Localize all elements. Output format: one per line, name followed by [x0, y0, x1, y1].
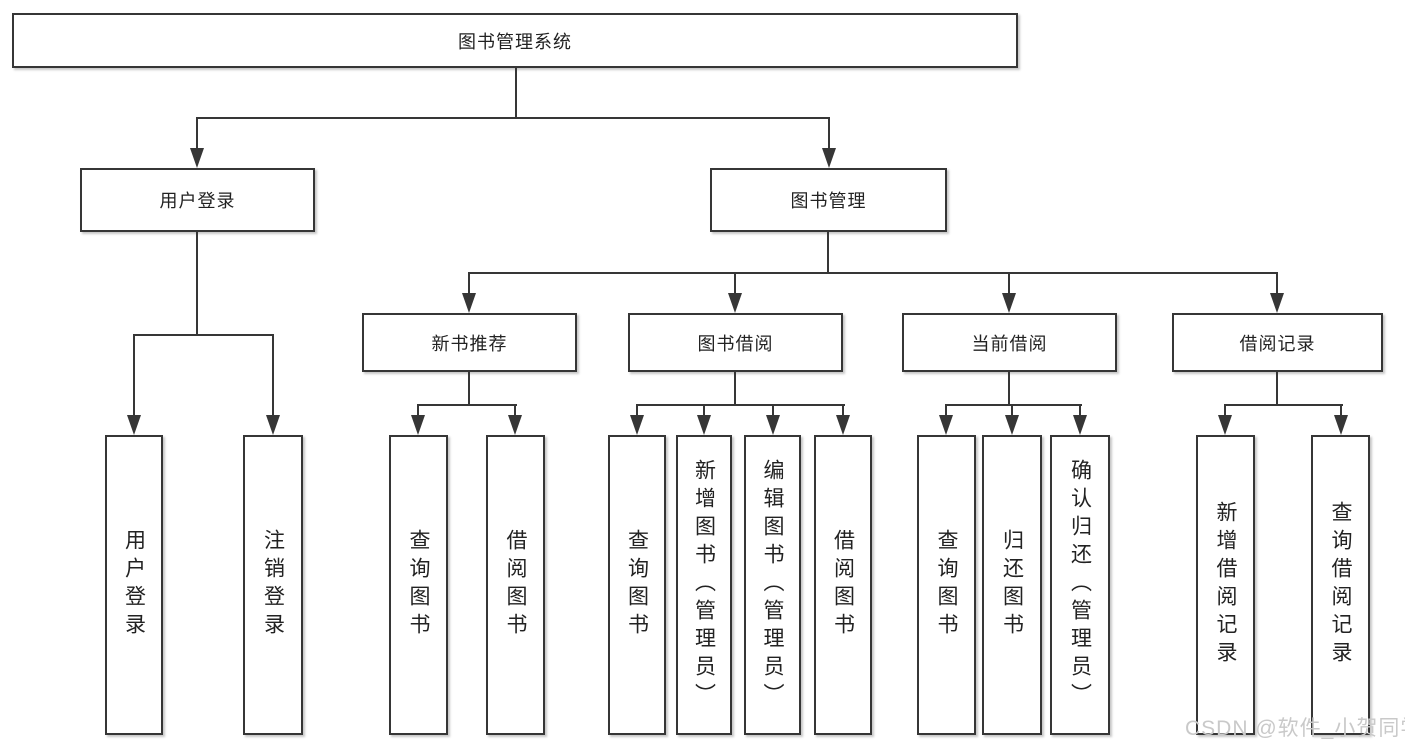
connector-stem: [1008, 272, 1010, 293]
connector-stem: [734, 272, 736, 293]
connector-stem: [133, 334, 135, 415]
connector-rail-level2: [468, 272, 1278, 274]
connector-stem: [945, 404, 947, 415]
edge-arrowhead: [1334, 415, 1348, 435]
leaf-query-books-current: 查询图书: [917, 435, 976, 735]
node-book-management: 图书管理: [710, 168, 947, 232]
edge-arrowhead: [630, 415, 644, 435]
leaf-logout: 注销登录: [243, 435, 303, 735]
watermark: CSDN @软件_小贺同学: [1185, 717, 1405, 740]
connector-rail: [945, 404, 1082, 406]
connector-rail: [417, 404, 517, 406]
connector-stem: [636, 404, 638, 415]
connector-stem: [772, 404, 774, 415]
node-new-book-recommend: 新书推荐: [362, 313, 577, 372]
connector-stem: [468, 272, 470, 293]
edge-arrowhead: [1073, 415, 1087, 435]
connector-stub: [1008, 372, 1010, 406]
connector-root-stub: [515, 68, 517, 118]
leaf-borrow-books: 借阅图书: [814, 435, 872, 735]
connector-stem: [1276, 272, 1278, 293]
connector-userlogin-stub: [196, 232, 198, 336]
node-current-borrow: 当前借阅: [902, 313, 1117, 372]
connector-stem: [1224, 404, 1226, 415]
node-borrow-records: 借阅记录: [1172, 313, 1383, 372]
connector-rail-userlogin: [133, 334, 274, 336]
connector-stub: [734, 372, 736, 406]
connector-stem: [417, 404, 419, 415]
node-library-system: 图书管理系统: [12, 13, 1018, 68]
connector-rail: [1224, 404, 1343, 406]
edge-arrowhead: [697, 415, 711, 435]
connector-stem: [828, 117, 830, 148]
connector-stem: [272, 334, 274, 415]
node-book-borrow: 图书借阅: [628, 313, 843, 372]
edge-arrowhead: [766, 415, 780, 435]
connector-rail-level1: [196, 117, 830, 119]
leaf-query-books-recommend: 查询图书: [389, 435, 448, 735]
leaf-add-book-admin: 新增图书（管理员）: [676, 435, 732, 735]
edge-arrowhead: [190, 148, 204, 168]
connector-stem: [1011, 404, 1013, 415]
connector-stem: [842, 404, 844, 415]
leaf-borrow-books-recommend: 借阅图书: [486, 435, 545, 735]
edge-arrowhead: [939, 415, 953, 435]
edge-arrowhead: [728, 293, 742, 313]
leaf-user-login: 用户登录: [105, 435, 163, 735]
connector-stem: [196, 117, 198, 148]
edge-arrowhead: [266, 415, 280, 435]
connector-rail: [636, 404, 845, 406]
connector-stem: [1340, 404, 1342, 415]
edge-arrowhead: [411, 415, 425, 435]
edge-arrowhead: [508, 415, 522, 435]
edge-arrowhead: [822, 148, 836, 168]
edge-arrowhead: [1002, 293, 1016, 313]
leaf-query-borrow-record: 查询借阅记录: [1311, 435, 1370, 735]
edge-arrowhead: [1270, 293, 1284, 313]
connector-bookmgmt-stub: [827, 232, 829, 274]
leaf-return-book: 归还图书: [982, 435, 1042, 735]
connector-stem: [1079, 404, 1081, 415]
leaf-edit-book-admin: 编辑图书（管理员）: [744, 435, 801, 735]
leaf-confirm-return-admin: 确认归还（管理员）: [1050, 435, 1110, 735]
leaf-query-books-borrow: 查询图书: [608, 435, 666, 735]
node-user-login: 用户登录: [80, 168, 315, 232]
connector-stub: [1276, 372, 1278, 406]
edge-arrowhead: [462, 293, 476, 313]
connector-stem: [514, 404, 516, 415]
connector-stub: [468, 372, 470, 406]
edge-arrowhead: [1005, 415, 1019, 435]
edge-arrowhead: [836, 415, 850, 435]
leaf-add-borrow-record: 新增借阅记录: [1196, 435, 1255, 735]
edge-arrowhead: [127, 415, 141, 435]
connector-stem: [703, 404, 705, 415]
edge-arrowhead: [1218, 415, 1232, 435]
